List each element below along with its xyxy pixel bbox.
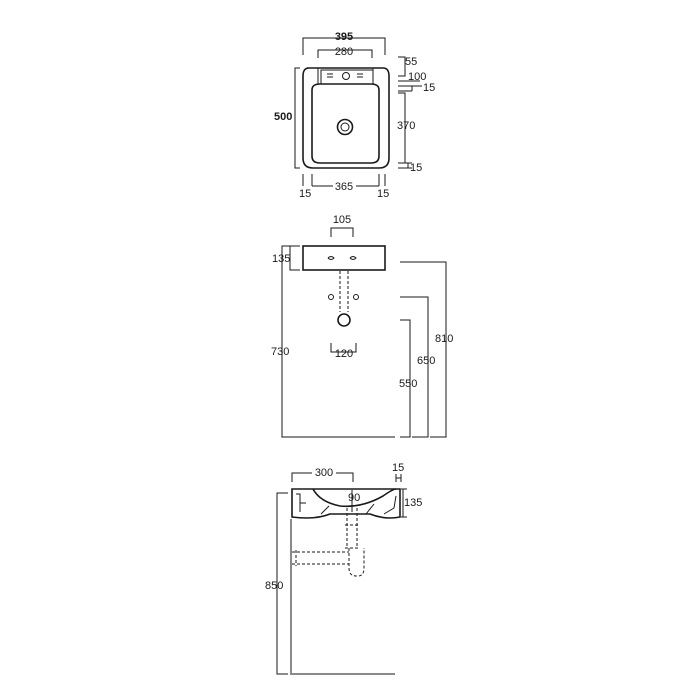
dim-projection: 300 (291, 467, 354, 482)
dim-height-810: 810 (400, 261, 453, 438)
dim-label-105: 105 (333, 214, 351, 226)
dim-depth-15-bottom: 15 (398, 162, 422, 174)
dim-label-300: 300 (315, 467, 333, 479)
side-view-basin (291, 488, 401, 519)
dim-overall-depth: 500 (274, 67, 300, 169)
dim-label-120: 120 (335, 348, 353, 360)
dim-height-650: 650 (400, 296, 435, 438)
dim-depth-15-top: 15 (398, 82, 435, 94)
drain-outlet (336, 118, 354, 136)
dim-label-rim-right: 15 (377, 188, 389, 200)
dim-label-500: 500 (274, 111, 292, 123)
dim-waste-offset: 90 (348, 490, 360, 512)
dim-label-650: 650 (417, 355, 435, 367)
dim-basin-width: 15 365 15 (299, 174, 389, 200)
front-view-basin (302, 245, 386, 271)
dim-depth-55: 55 (398, 56, 417, 77)
dim-overall-width: 395 (302, 31, 386, 55)
front-view: 105 135 730 120 810 650 550 (271, 214, 453, 438)
dim-height-550: 550 (399, 319, 417, 438)
dim-label-850: 850 (265, 580, 283, 592)
dim-label-90: 90 (348, 492, 360, 504)
dim-label-rim-left: 15 (299, 188, 311, 200)
side-view: 300 15 90 135 850 (265, 462, 422, 675)
dim-tap-spacing: 105 (330, 214, 354, 237)
tap-hole-markers (327, 72, 363, 80)
dim-label-135-side: 135 (404, 497, 422, 509)
top-view: 395 280 55 100 15 500 370 15 (274, 31, 435, 200)
dim-label-370: 370 (397, 120, 415, 132)
dim-label-135-front: 135 (272, 253, 290, 265)
dim-floor-to-top: 730 (271, 245, 300, 438)
dim-label-365: 365 (335, 181, 353, 193)
dim-label-810: 810 (435, 333, 453, 345)
wall-and-floor-side (290, 519, 395, 675)
dim-label-15-top: 15 (423, 82, 435, 94)
dim-waste-width: 120 (330, 343, 357, 360)
wall-fixings (328, 294, 359, 300)
dim-label-55: 55 (405, 56, 417, 68)
dim-inner-width: 280 (317, 46, 373, 58)
dim-basin-height-side: 135 (401, 488, 422, 518)
top-view-outline (302, 67, 390, 169)
dim-label-550: 550 (399, 378, 417, 390)
dim-label-15-side: 15 (392, 462, 404, 474)
dim-label-730: 730 (271, 346, 289, 358)
dim-basin-height-front: 135 (272, 245, 300, 271)
waste-pipe-side (292, 508, 365, 577)
dim-label-15-bottom: 15 (410, 162, 422, 174)
dim-basin-depth: 370 (397, 92, 415, 164)
waste-pipe-front (337, 271, 351, 327)
dim-label-100: 100 (408, 71, 426, 83)
dim-floor-height: 850 (265, 492, 288, 675)
dim-label-280: 280 (335, 46, 353, 58)
dim-rim-thickness: 15 (392, 462, 404, 482)
dim-label-395: 395 (335, 31, 353, 43)
dim-depth-100: 100 (398, 71, 426, 83)
